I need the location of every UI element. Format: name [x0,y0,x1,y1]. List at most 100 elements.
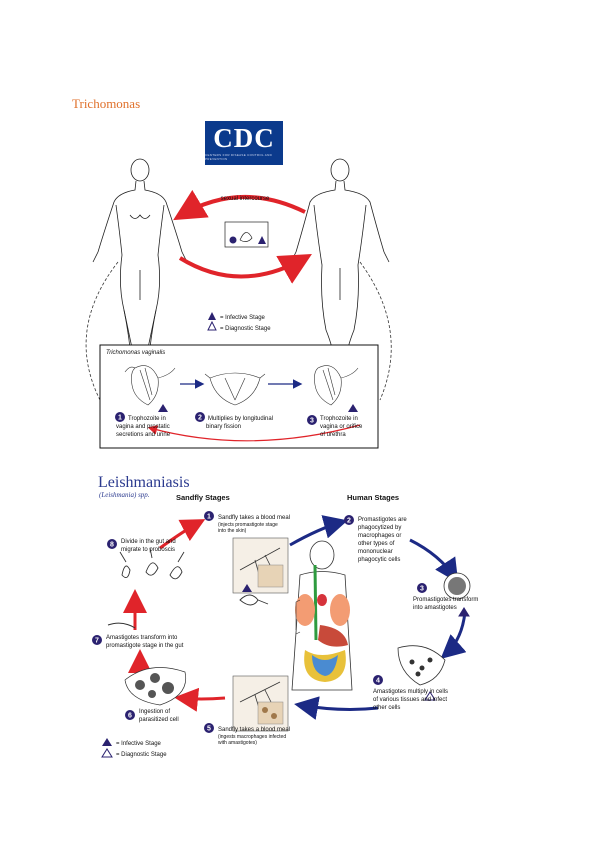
promastigote-inset [257,564,284,588]
human-body [291,540,353,691]
center-stage-marker [229,236,237,244]
leish-arrow-4-5 [294,696,379,720]
leish-stage-4-line3: other cells [373,705,400,711]
leish-stage-5-line1: Sandfly takes a blood meal [218,727,290,733]
trich-stage-3-line3: of urethra [320,432,346,438]
leish-diagnostic-marker-3 [458,607,470,617]
trich-organism-1 [124,365,176,406]
leish-stage-4-line1: Amastigotes multiply in cells [373,689,448,695]
amastigote-cell-nucleus [448,577,466,595]
leish-stage-1-line1: Sandfly takes a blood meal [218,515,290,521]
leish-stage-8-num: 8 [110,542,114,549]
leish-infective-marker [242,584,252,592]
trich-diagnostic-legend: = Diagnostic Stage [220,326,271,332]
leish-stage-6-line1: Ingestion of [139,709,170,715]
leish-title: Leishmaniasis [98,474,190,491]
leish-arrow-8-1 [159,519,206,550]
trich-return-arrow [147,424,361,442]
leish-stage-3-num: 3 [420,586,424,593]
leish-stage-7-badge [92,635,102,645]
trich-stage-2-line2: binary fission [206,424,241,430]
left-dashed-arc [85,261,119,401]
leish-stage-5-num: 5 [207,726,211,733]
trich-box-infective-icon [348,404,358,412]
trich-stage-1-line1: Trophozoite in [128,416,166,422]
leish-stage-5-line2: (ingests macrophages infected [218,734,286,740]
page-heading: Trichomonas [72,96,141,111]
leish-stage-2-line1: Promastigotes are [358,517,407,523]
trich-stage-1-badge [115,412,125,422]
leish-stage-2-line4: other types of [358,541,395,547]
right-dashed-arc [359,261,392,401]
center-trophozoite [239,232,253,242]
leish-diagnostic-marker-4 [424,691,436,701]
transmission-arrow-bottom [178,254,312,284]
leish-arrow-3-4 [440,611,467,659]
male-figure [290,158,390,349]
leish-stage-3-line2: into amastigotes [413,605,457,611]
leish-stage-5-badge [204,723,214,733]
center-diagnostic-triangle [258,236,266,244]
leish-stage-4-line2: of various tissues and infect [373,697,447,703]
leish-stage-2-line5: mononuclear [358,549,393,555]
leish-arrow-1-2 [289,515,348,547]
leish-stage-2-line6: phagocytic cells [358,557,400,563]
trich-stage-3-badge [307,415,317,425]
cdc-logo-text: CDC [213,123,275,153]
trich-organism-3 [314,365,359,406]
trich-diagnostic-legend-icon [207,320,217,331]
leish-stage-3-badge [417,583,427,593]
macrophage-dot-2 [271,713,277,719]
transmission-label: sexual intercourse [221,196,270,202]
trich-stage-2-badge [195,412,205,422]
trich-stage-1-line2: vagina and prostatic [116,424,170,430]
trich-organism-2 [204,372,266,406]
cdc-logo-subtext: CENTERS FOR DISEASE CONTROL AND PREVENTI… [205,153,273,161]
leish-stage-2-line3: macrophages or [358,533,401,539]
trich-stage-2-num: 2 [198,415,202,422]
leish-stage-4-num: 4 [376,678,380,685]
leish-stage-5-line3: with amastigotes) [218,740,257,746]
trich-stage-1-num: 1 [118,415,122,422]
leishmaniasis-diagram: Leishmaniasis (Leishmania) spp. Sandfly … [92,474,478,758]
transmission-arrow-top [173,189,306,221]
leish-stage-8-line2: migrate to proboscis [121,547,175,553]
leish-stage-8-line1: Divide in the gut and [121,539,176,545]
macrophage-inset [257,701,284,725]
leish-subtitle: (Leishmania) spp. [99,491,150,499]
leish-stage-3-line1: Promastigotes transform [413,597,478,603]
leish-stage-7-num: 7 [95,638,99,645]
leish-stage-6-num: 6 [128,713,132,720]
trich-infective-legend-icon [208,312,216,320]
promastigotes-8 [119,547,185,580]
leish-diagnostic-legend: = Diagnostic Stage [116,752,167,758]
leish-stage-2-badge [344,515,354,525]
cdc-logo: CDC CENTERS FOR DISEASE CONTROL AND PREV… [205,121,283,165]
leish-stage-6-line2: parasitized cell [139,717,179,723]
leish-stage-7-line2: promastigote stage in the gut [106,643,184,649]
leish-stage-2-line2: phagocytized by [358,525,401,531]
leish-stage-1-line2: (injects promastigote stage [218,522,278,528]
infected-tissue-cells [397,645,446,686]
trich-box-diagnostic-icon [158,404,168,412]
sandfly-stages-header: Sandfly Stages [176,493,230,502]
parasitized-cells [124,667,187,706]
leish-infective-legend: = Infective Stage [116,741,162,747]
human-stages-header: Human Stages [347,493,399,502]
female-figure [92,158,188,349]
leish-stage-1-badge [204,511,214,521]
trich-stage-3-line2: vagina or orifice [320,424,363,430]
trich-stage-1-line3: secretions and urine [116,432,171,438]
leish-stage-8-badge [107,539,117,549]
leish-arrow-5-6 [174,687,226,712]
leish-stage-7-line1: Amastigotes transform into [106,635,178,641]
trich-stage-3-line1: Trophozoite in [320,416,358,422]
trichomonas-diagram: sexual intercourse = Infective Stage = D… [85,158,392,449]
trich-stage-2-line1: Multiplies by longitudinal [208,416,273,422]
leish-arrow-2-3 [409,538,459,584]
trich-stage-3-num: 3 [310,418,314,425]
leish-stage-4-badge [373,675,383,685]
trich-box-title: Trichomonas vaginalis [106,350,165,356]
leish-infective-legend-icon [102,738,112,746]
